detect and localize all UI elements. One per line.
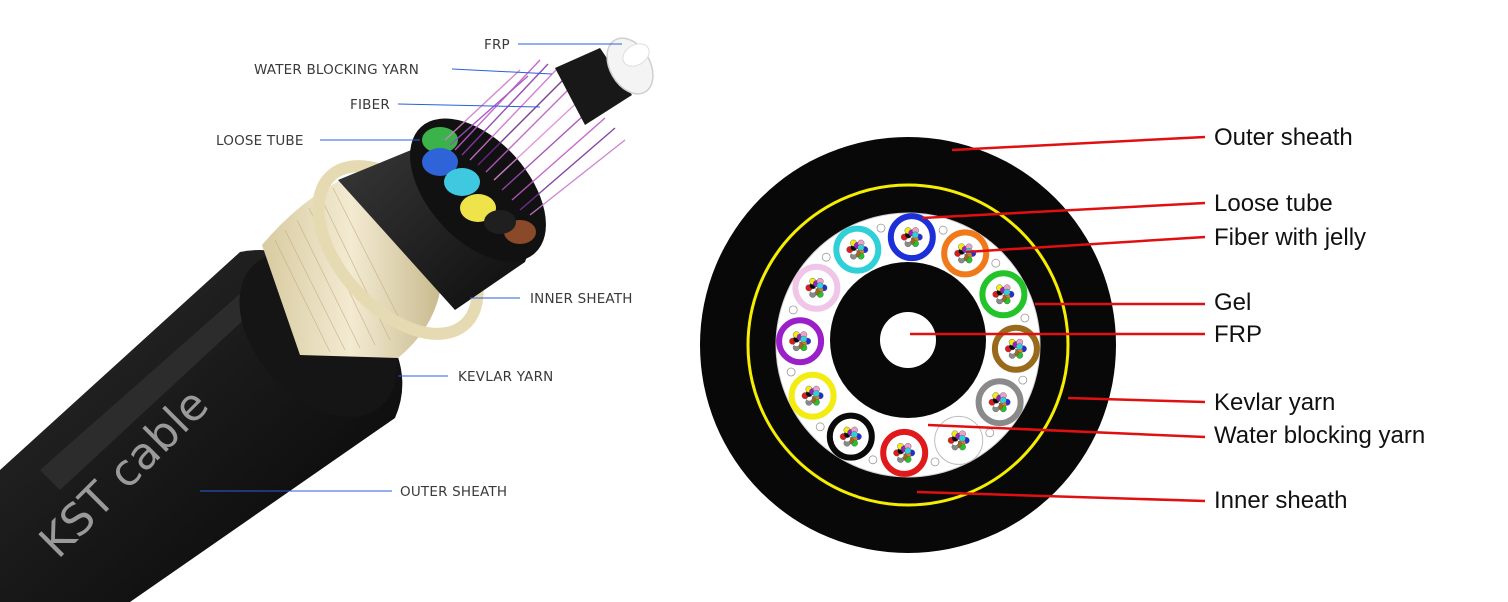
label-loose-tube-right: Loose tube bbox=[1214, 190, 1333, 217]
leader-fiber-with-jelly-right bbox=[965, 235, 1206, 254]
label-water-blocking-yarn-right: Water blocking yarn bbox=[1214, 422, 1425, 449]
gel-filler bbox=[930, 457, 940, 467]
cable-3d-illustration: KST cable bbox=[0, 37, 654, 602]
kevlar-yarn-body bbox=[262, 178, 440, 358]
loose-tubes-3d bbox=[422, 127, 536, 244]
gel-filler bbox=[876, 223, 886, 233]
gel-filler bbox=[815, 422, 825, 432]
loose-tube-white bbox=[936, 418, 981, 463]
label-outer-sheath-right: Outer sheath bbox=[1214, 124, 1353, 151]
label-loose-tube-left: LOOSE TUBE bbox=[216, 133, 304, 149]
water-blocking-yarn-ring bbox=[775, 212, 1041, 478]
loose-tube-green bbox=[979, 270, 1028, 319]
left-leader-lines bbox=[200, 43, 622, 492]
loose-tube-black bbox=[826, 412, 875, 461]
label-outer-sheath-left: OUTER SHEATH bbox=[400, 484, 507, 500]
label-frp-left: FRP bbox=[484, 37, 510, 53]
label-kevlar-yarn-left: KEVLAR YARN bbox=[458, 369, 553, 385]
loose-tube-red bbox=[880, 428, 929, 477]
loose-tube-cyan bbox=[833, 225, 882, 274]
fiber-dot bbox=[1003, 288, 1011, 296]
frp-core bbox=[880, 312, 936, 368]
leader-water-blocking-yarn bbox=[451, 68, 553, 75]
frp-rod-end bbox=[622, 43, 650, 67]
tube-cyan bbox=[444, 168, 480, 196]
loose-tube-brown bbox=[991, 324, 1040, 373]
loose-tube-purple bbox=[776, 317, 825, 366]
label-fiber-with-jelly-right: Fiber with jelly bbox=[1214, 224, 1366, 251]
loose-tube-orange bbox=[941, 229, 990, 278]
loose-tube-white-outline bbox=[934, 415, 984, 465]
loose-tube-yellow bbox=[788, 371, 837, 420]
gel-filler bbox=[821, 252, 831, 262]
leader-water-blocking-yarn-right bbox=[927, 423, 1206, 439]
gel-filler bbox=[788, 305, 798, 315]
tube-black bbox=[484, 210, 516, 234]
fiber-dot bbox=[999, 396, 1007, 404]
fiber-dot bbox=[911, 231, 919, 239]
gel-filler bbox=[1018, 375, 1028, 385]
gel-filler bbox=[868, 455, 878, 465]
gel-filler bbox=[1020, 313, 1030, 323]
loose-tube-grey bbox=[975, 378, 1024, 427]
fiber-dot bbox=[812, 390, 820, 397]
label-fiber-left: FIBER bbox=[350, 97, 390, 113]
fiber-dot bbox=[800, 335, 807, 343]
fiber-dot bbox=[904, 447, 912, 455]
gel-filler bbox=[938, 225, 948, 235]
label-inner-sheath-left: INNER SHEATH bbox=[530, 291, 633, 307]
gel-filler bbox=[786, 367, 796, 377]
leader-loose-tube-right bbox=[921, 201, 1206, 220]
tube-green bbox=[422, 127, 458, 153]
label-inner-sheath-right: Inner sheath bbox=[1214, 487, 1347, 514]
label-water-blocking-yarn-left: WATER BLOCKING YARN bbox=[254, 62, 419, 78]
loose-tube-blue bbox=[887, 213, 936, 262]
leader-kevlar-yarn-right bbox=[1067, 396, 1206, 404]
outer-sheath-highlight bbox=[40, 285, 265, 490]
leader-outer-sheath-right bbox=[951, 135, 1206, 152]
gel-filler bbox=[991, 258, 1001, 268]
fiber-dot bbox=[816, 282, 824, 290]
tube-yellow bbox=[460, 194, 496, 222]
leader-fiber bbox=[397, 103, 541, 108]
gel-filler bbox=[985, 428, 995, 438]
fiber-dot bbox=[1016, 343, 1023, 351]
label-gel-right: Gel bbox=[1214, 289, 1251, 316]
label-kevlar-yarn-right: Kevlar yarn bbox=[1214, 389, 1335, 416]
loose-tube-pink bbox=[792, 263, 841, 312]
fiber-dot bbox=[958, 434, 966, 442]
fiber-dot bbox=[850, 431, 858, 438]
right-leader-lines bbox=[910, 135, 1206, 503]
fibers-3d bbox=[444, 59, 626, 216]
tube-blue bbox=[422, 148, 458, 176]
fiber-dot bbox=[857, 244, 865, 252]
kevlar-yarn-ring bbox=[746, 183, 1070, 507]
leader-inner-sheath-right bbox=[916, 490, 1206, 503]
label-frp-right: FRP bbox=[1214, 321, 1262, 348]
loose-tubes-section bbox=[776, 213, 1040, 477]
cable-cross-section bbox=[700, 137, 1116, 553]
